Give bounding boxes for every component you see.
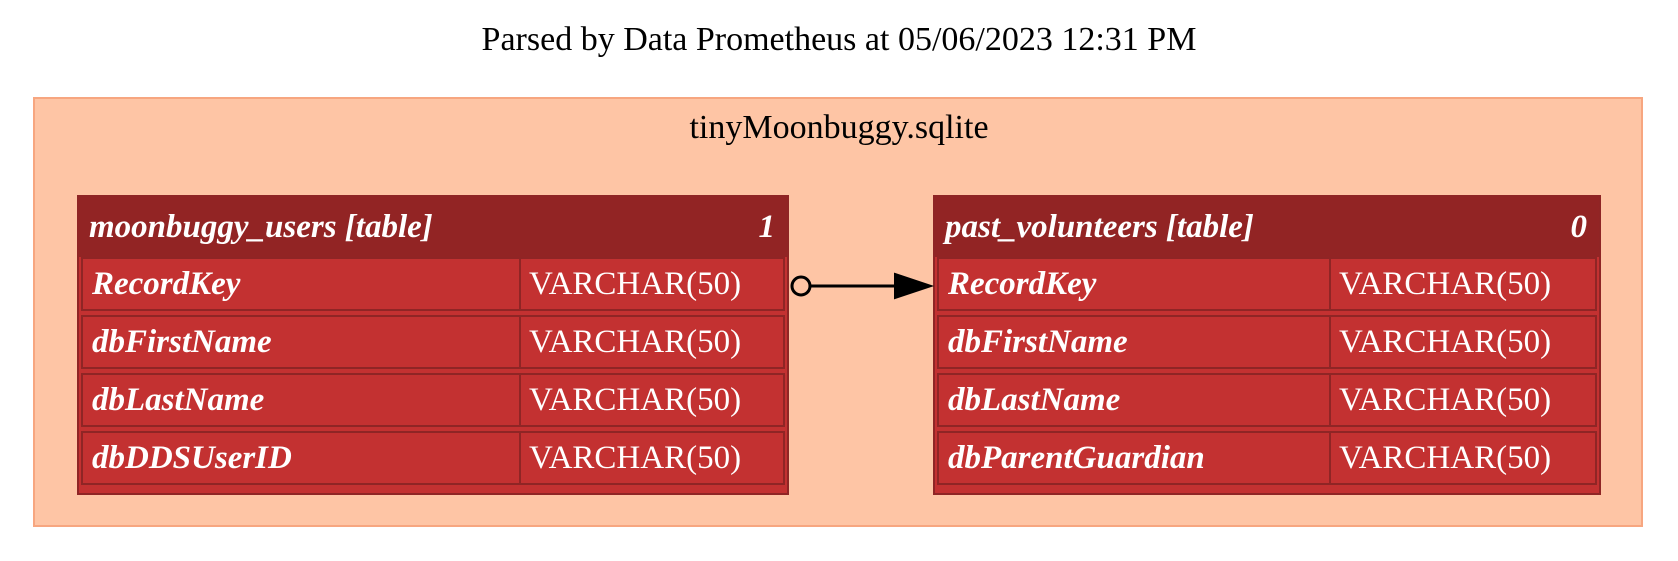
table-row: dbLastName VARCHAR(50) (79, 373, 787, 431)
column-name: dbDDSUserID (81, 431, 521, 485)
table-row-count: 1 (758, 209, 776, 245)
graph-title: Parsed by Data Prometheus at 05/06/2023 … (481, 21, 1197, 58)
table-row-count: 0 (1570, 209, 1588, 245)
table-moonbuggy-users[interactable]: moonbuggy_users [table] 1 RecordKey VARC… (77, 195, 789, 495)
table-row: dbFirstName VARCHAR(50) (79, 315, 787, 373)
column-type: VARCHAR(50) (1329, 257, 1597, 311)
column-name: RecordKey (937, 257, 1331, 311)
table-row: dbFirstName VARCHAR(50) (935, 315, 1599, 373)
table-row: dbParentGuardian VARCHAR(50) (935, 431, 1599, 489)
column-name: dbParentGuardian (937, 431, 1331, 485)
column-type: VARCHAR(50) (1329, 315, 1597, 369)
table-row: dbLastName VARCHAR(50) (935, 373, 1599, 431)
table-name: past_volunteers [table] (945, 209, 1254, 245)
column-name: dbLastName (81, 373, 521, 427)
table-header: moonbuggy_users [table] 1 (79, 197, 787, 257)
column-type: VARCHAR(50) (1329, 431, 1597, 485)
table-past-volunteers[interactable]: past_volunteers [table] 0 RecordKey VARC… (933, 195, 1601, 495)
cluster-label: tinyMoonbuggy.sqlite (689, 109, 989, 146)
column-name: RecordKey (81, 257, 521, 311)
table-row: RecordKey VARCHAR(50) (79, 257, 787, 315)
column-name: dbFirstName (81, 315, 521, 369)
table-header: past_volunteers [table] 0 (935, 197, 1599, 257)
column-name: dbFirstName (937, 315, 1331, 369)
column-type: VARCHAR(50) (519, 373, 785, 427)
table-name: moonbuggy_users [table] (89, 209, 433, 245)
column-type: VARCHAR(50) (519, 431, 785, 485)
column-type: VARCHAR(50) (1329, 373, 1597, 427)
table-row: RecordKey VARCHAR(50) (935, 257, 1599, 315)
column-type: VARCHAR(50) (519, 315, 785, 369)
table-row: dbDDSUserID VARCHAR(50) (79, 431, 787, 489)
column-name: dbLastName (937, 373, 1331, 427)
column-type: VARCHAR(50) (519, 257, 785, 311)
